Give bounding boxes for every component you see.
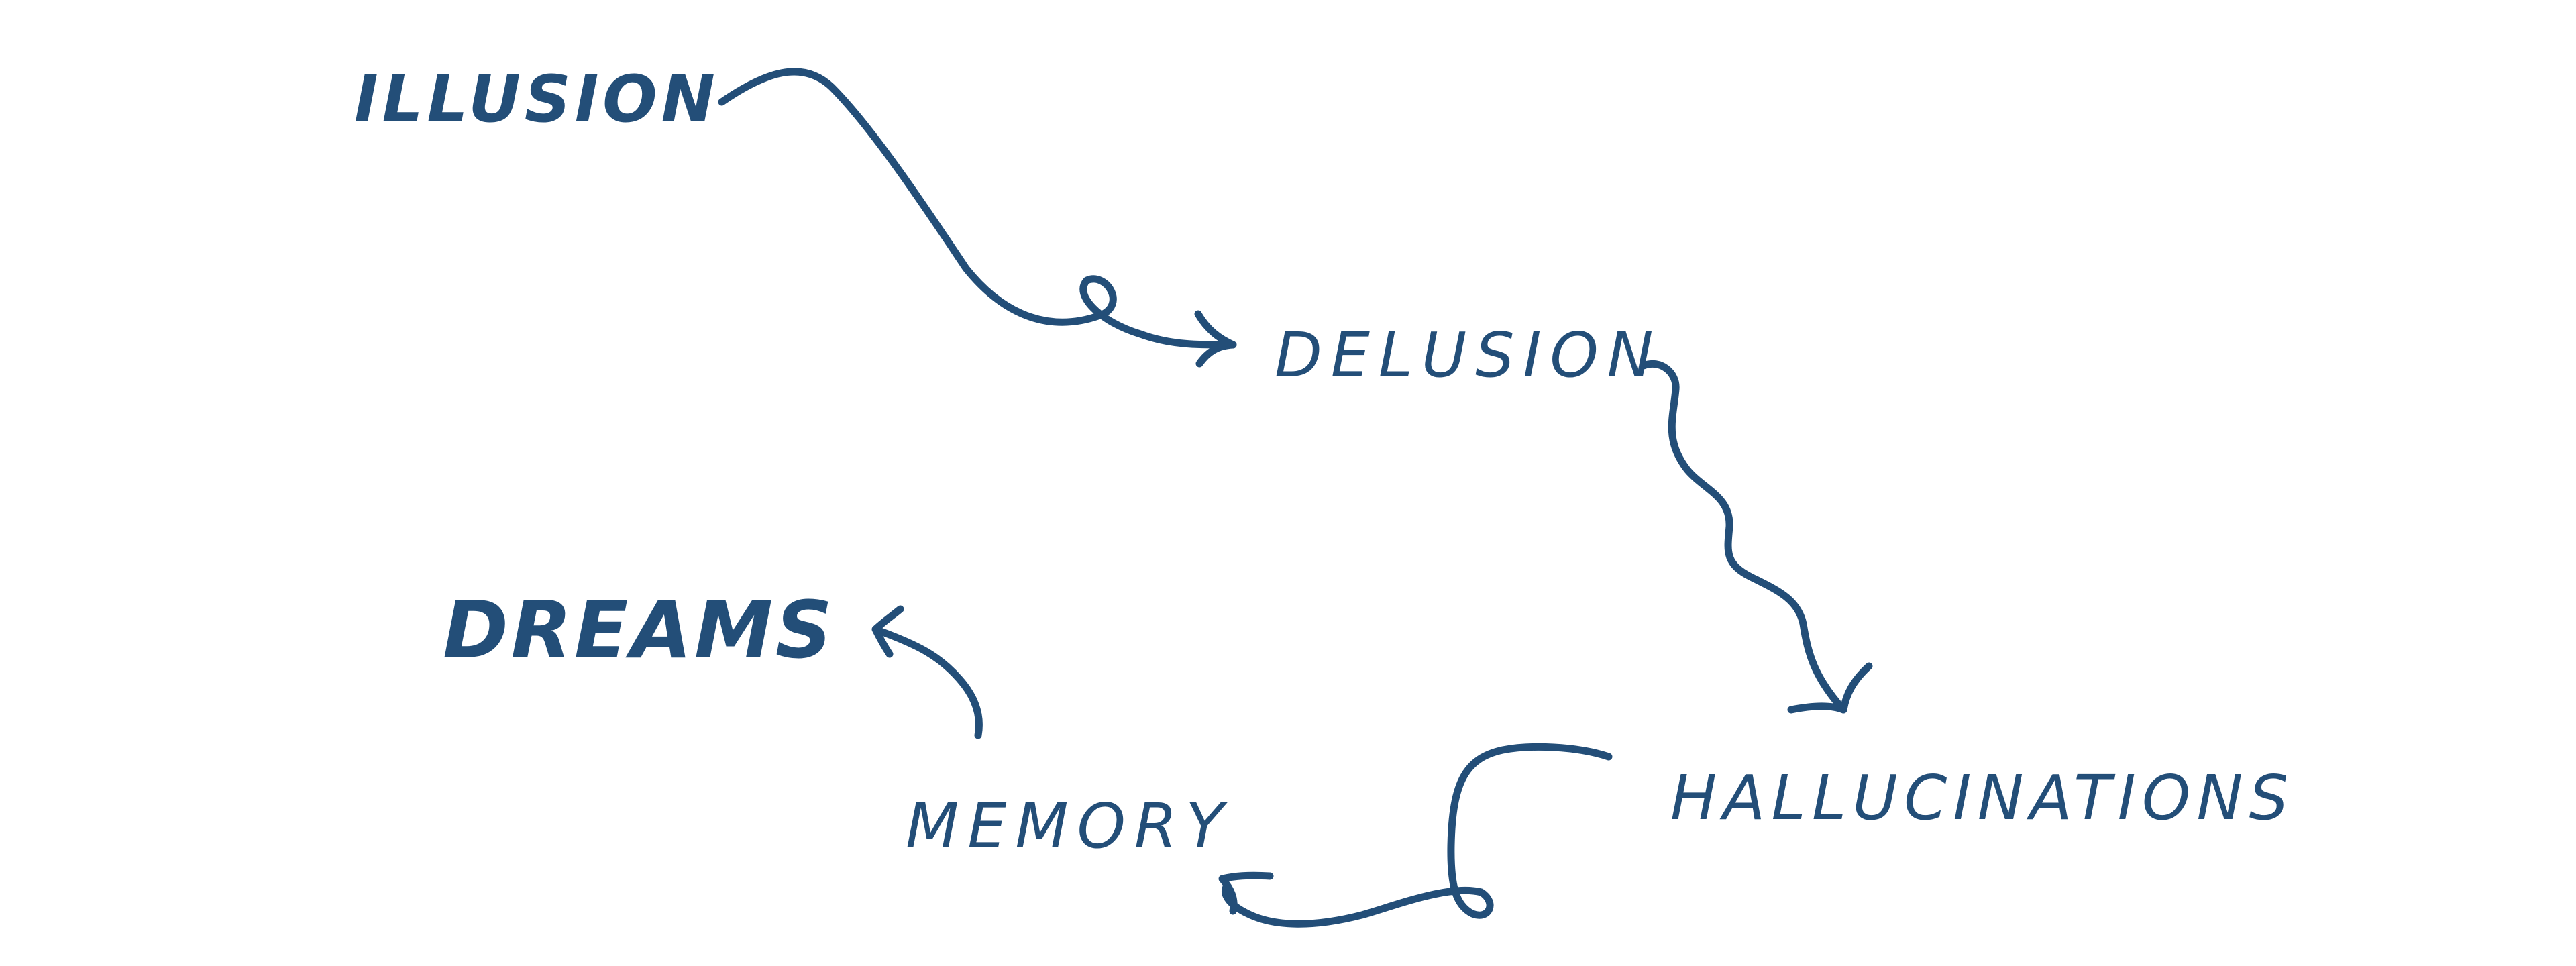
arrow-hallucinations-to-memory-head: [1218, 871, 1274, 915]
arrow-delusion-to-hallucinations-head: [1787, 662, 1873, 714]
node-illusion: ILLUSION: [354, 62, 719, 137]
node-delusion: DELUSION: [1275, 319, 1662, 391]
node-memory: MEMORY: [906, 790, 1232, 862]
arrow-delusion-to-hallucinations: [1640, 360, 1873, 714]
node-dreams: DREAMS: [443, 584, 835, 676]
arrow-illusion-to-delusion-line: [718, 68, 1237, 349]
arrow-hallucinations-to-memory-line: [1222, 743, 1613, 928]
arrow-memory-to-dreams-head: [871, 605, 904, 658]
arrow-memory-to-dreams-line: [875, 627, 983, 739]
arrow-illusion-to-delusion: [718, 68, 1237, 368]
arrow-hallucinations-to-memory: [1218, 743, 1613, 928]
arrow-delusion-to-hallucinations-line: [1640, 360, 1847, 714]
arrow-illusion-to-delusion-head: [1194, 310, 1237, 368]
node-hallucinations: HALLUCINATIONS: [1670, 762, 2295, 834]
arrow-memory-to-dreams: [871, 605, 983, 739]
